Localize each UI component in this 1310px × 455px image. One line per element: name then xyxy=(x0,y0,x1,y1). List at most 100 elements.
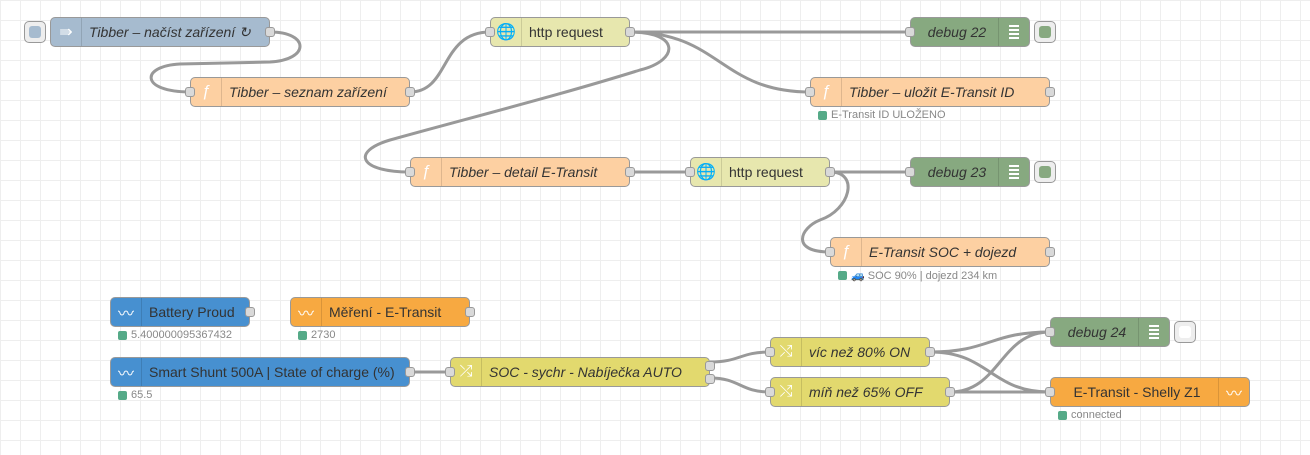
tibber-ulozit-node[interactable]: ƒ Tibber – uložit E-Transit ID xyxy=(805,77,1055,107)
output-port[interactable] xyxy=(925,347,935,357)
globe-icon: 🌐 xyxy=(691,158,722,186)
status-label: connected xyxy=(1071,409,1122,421)
status-label: 5.400000095367432 xyxy=(131,329,232,341)
victron-icon: 〰 xyxy=(291,298,322,326)
node-label: Smart Shunt 500A | State of charge (%) xyxy=(149,364,395,380)
node-label: http request xyxy=(529,24,603,40)
input-port[interactable] xyxy=(185,87,195,97)
inject-arrow-icon: ⇛ xyxy=(51,18,82,46)
smart-shunt-node[interactable]: 〰 Smart Shunt 500A | State of charge (%) xyxy=(110,357,415,387)
input-port[interactable] xyxy=(685,167,695,177)
soc-dojezd-node[interactable]: ƒ E-Transit SOC + dojezd xyxy=(825,237,1055,267)
status-label: 2730 xyxy=(311,329,336,341)
debug-toggle-button[interactable] xyxy=(1034,161,1056,183)
status-label: E-Transit ID ULOŽENO xyxy=(831,109,946,121)
input-port[interactable] xyxy=(805,87,815,97)
wire xyxy=(409,30,491,94)
input-port[interactable] xyxy=(405,167,415,177)
node-label: SOC - sychr - Nabíječka AUTO xyxy=(489,364,682,380)
function-icon: ƒ xyxy=(191,78,222,106)
input-port[interactable] xyxy=(905,27,915,37)
node-label: E-Transit SOC + dojezd xyxy=(869,244,1017,260)
min-nez-node[interactable]: ⤭ míň než 65% OFF xyxy=(765,377,955,407)
status-dot xyxy=(838,271,847,280)
victron-icon: 〰 xyxy=(111,298,142,326)
output-port[interactable] xyxy=(265,27,275,37)
tibber-detail-node[interactable]: ƒ Tibber – detail E-Transit xyxy=(405,157,635,187)
function-icon: ƒ xyxy=(411,158,442,186)
status-text: E-Transit ID ULOŽENO xyxy=(818,109,946,121)
status-label: 🚙 SOC 90% | dojezd 234 km xyxy=(851,270,998,282)
switch-icon: ⤮ xyxy=(451,358,482,386)
output-port[interactable] xyxy=(245,307,255,317)
status-dot xyxy=(818,110,827,120)
node-label: Tibber – seznam zařízení xyxy=(229,84,387,100)
output-port[interactable] xyxy=(625,167,635,177)
input-port[interactable] xyxy=(1045,387,1055,397)
debug-23-node[interactable]: debug 23 xyxy=(905,157,1056,187)
output-port[interactable] xyxy=(465,307,475,317)
input-port[interactable] xyxy=(905,167,915,177)
debug-toggle-button[interactable] xyxy=(1034,21,1056,43)
debug-toggle-button[interactable] xyxy=(1174,321,1196,343)
list-lines-icon xyxy=(1138,318,1169,346)
victron-icon: 〰 xyxy=(111,358,142,386)
status-text: 🚙 SOC 90% | dojezd 234 km xyxy=(838,269,997,282)
node-label: víc než 80% ON xyxy=(809,344,911,360)
mereni-node[interactable]: 〰 Měření - E-Transit xyxy=(290,297,475,327)
input-port[interactable] xyxy=(445,367,455,377)
node-label: míň než 65% OFF xyxy=(809,384,923,400)
function-icon: ƒ xyxy=(811,78,842,106)
shelly-node[interactable]: E-Transit - Shelly Z1 〰 xyxy=(1045,377,1250,407)
wire xyxy=(709,376,771,394)
output-port[interactable] xyxy=(945,387,955,397)
input-port[interactable] xyxy=(485,27,495,37)
status-dot xyxy=(298,330,307,340)
input-port[interactable] xyxy=(765,347,775,357)
tibber-nacist-node[interactable]: ⇛ Tibber – načíst zařízení ↻ xyxy=(24,17,275,47)
shuffle-icon: ⤭ xyxy=(771,338,802,366)
globe-icon: 🌐 xyxy=(491,18,522,46)
wire xyxy=(949,330,1051,394)
node-label: Měření - E-Transit xyxy=(329,304,442,320)
output-port[interactable] xyxy=(625,27,635,37)
soc-sychr-node[interactable]: ⤮ SOC - sychr - Nabíječka AUTO xyxy=(445,357,715,387)
input-port[interactable] xyxy=(1045,327,1055,337)
inject-button[interactable] xyxy=(24,21,46,43)
status-dot xyxy=(118,330,127,340)
shuffle-icon: ⤭ xyxy=(771,378,802,406)
output-port[interactable] xyxy=(405,367,415,377)
node-label: Tibber – načíst zařízení ↻ xyxy=(89,23,251,40)
input-port[interactable] xyxy=(765,387,775,397)
node-label: Battery Proud xyxy=(149,304,235,320)
node-label: Tibber – detail E-Transit xyxy=(449,164,598,180)
battery-proud-node[interactable]: 〰 Battery Proud xyxy=(110,297,255,327)
node-label: debug 22 xyxy=(927,24,987,40)
output-port[interactable] xyxy=(405,87,415,97)
wire xyxy=(149,30,302,94)
node-label: http request xyxy=(729,164,803,180)
wire xyxy=(364,30,671,174)
wire xyxy=(801,170,850,254)
output-port[interactable] xyxy=(1045,247,1055,257)
status-dot xyxy=(118,390,127,400)
debug-22-node[interactable]: debug 22 xyxy=(905,17,1056,47)
function-icon: ƒ xyxy=(831,238,862,266)
status-dot xyxy=(1058,410,1067,420)
status-text: connected xyxy=(1058,409,1122,421)
output-port[interactable] xyxy=(1045,87,1055,97)
output-port[interactable] xyxy=(825,167,835,177)
node-label: debug 24 xyxy=(1067,324,1127,340)
output-port-1[interactable] xyxy=(705,361,715,371)
input-port[interactable] xyxy=(825,247,835,257)
debug-24-node[interactable]: debug 24 xyxy=(1045,317,1196,347)
http-request-node[interactable]: 🌐 http request xyxy=(685,157,835,187)
tibber-seznam-node[interactable]: ƒ Tibber – seznam zařízení xyxy=(185,77,415,107)
vic-nez-node[interactable]: ⤭ víc než 80% ON xyxy=(765,337,935,367)
output-port-2[interactable] xyxy=(705,374,715,384)
list-lines-icon xyxy=(998,18,1029,46)
status-text: 65.5 xyxy=(118,389,152,401)
http-request-node[interactable]: 🌐 http request xyxy=(485,17,635,47)
node-label: debug 23 xyxy=(927,164,987,180)
